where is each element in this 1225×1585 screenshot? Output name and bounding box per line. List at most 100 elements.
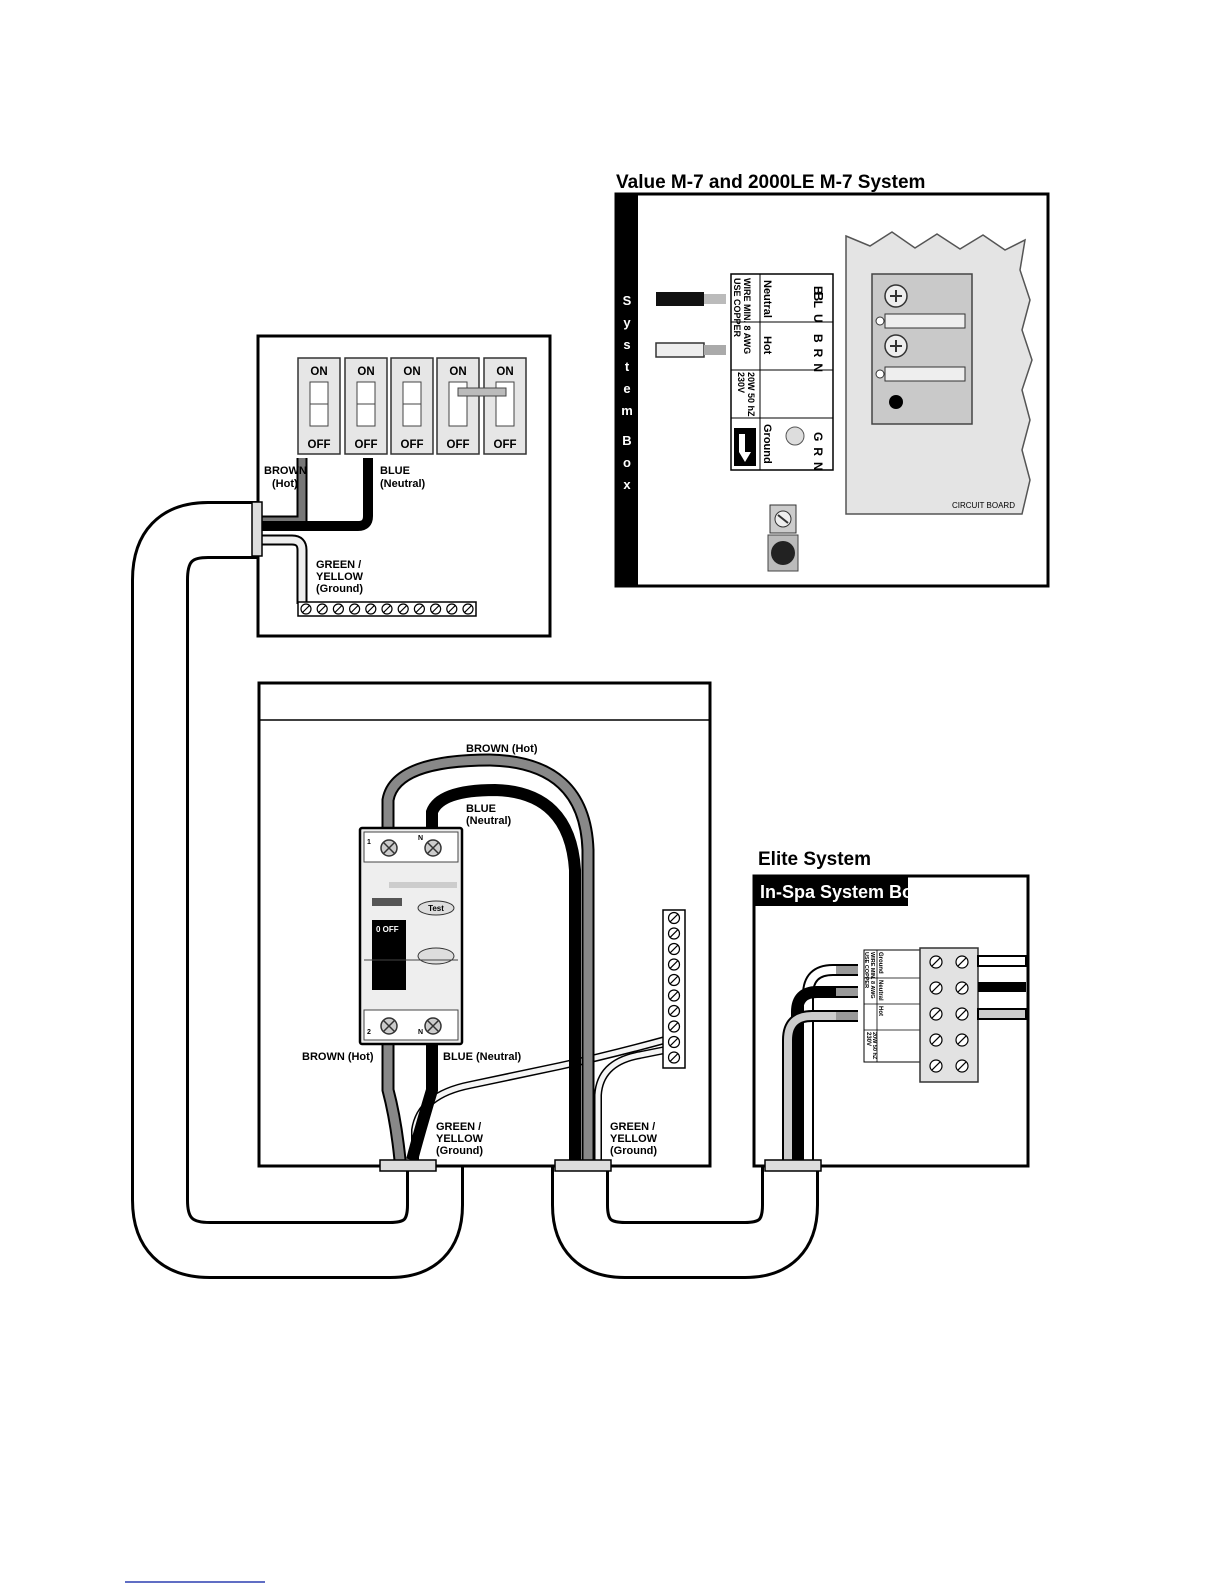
gfci-ground-bus <box>662 909 686 1069</box>
elite-terminal-label: USE COPPER WIRE MIN. 8 AWG Ground Neutra… <box>863 949 921 1063</box>
label-gy2-c: (Ground) <box>610 1145 657 1157</box>
screw-slot <box>302 605 310 613</box>
conduit-fitting <box>764 1159 822 1172</box>
label-blue-top-neutral: (Neutral) <box>466 815 512 827</box>
screw-slot <box>669 1037 679 1047</box>
label-blue-top: BLUE <box>466 803 496 815</box>
screw-slot <box>957 1009 967 1019</box>
conduit-right <box>551 1165 819 1279</box>
m7-terminal-block: B BLU BRN GRN Neutral Hot <box>730 273 834 471</box>
svg-text:OFF: OFF <box>494 439 517 451</box>
label-brn: BRN <box>811 334 825 372</box>
circuit-board-label: CIRCUIT BOARD <box>952 501 1015 510</box>
label-blue-neutral: (Neutral) <box>380 478 426 490</box>
label-wire-min: WIRE MIN. 8 AWG <box>742 278 752 354</box>
screw-slot <box>931 983 941 993</box>
screw-slot <box>399 605 408 613</box>
svg-text:OFF: OFF <box>308 439 331 451</box>
screw-slot <box>415 605 424 613</box>
screw-slot <box>957 983 967 993</box>
svg-text:N: N <box>418 1029 423 1036</box>
label-green: GREEN / <box>316 559 361 571</box>
svg-text:ON: ON <box>310 366 327 378</box>
screw-slot <box>931 1035 941 1045</box>
col-blu-b: B <box>811 292 826 304</box>
m7-neutral-wire <box>656 292 726 306</box>
gfci-switch[interactable] <box>372 920 406 990</box>
hole-icon <box>889 395 903 409</box>
svg-text:s: s <box>623 337 630 352</box>
svg-text:B: B <box>622 433 631 448</box>
elite-out-ground <box>977 955 1027 967</box>
wire-blue-panel <box>258 458 373 531</box>
screw-slot <box>931 1061 941 1071</box>
svg-text:N: N <box>418 835 423 842</box>
svg-text:e: e <box>623 381 630 396</box>
wire-blue-top <box>426 783 581 1160</box>
label-hz: 20W 50 hZ <box>746 372 756 417</box>
test-button[interactable] <box>417 900 455 916</box>
label-brown-bottom: BROWN (Hot) <box>302 1051 374 1063</box>
label-use-copper: USE COPPER <box>732 278 742 338</box>
svg-text:OFF: OFF <box>401 439 424 451</box>
svg-text:m: m <box>621 403 633 418</box>
svg-text:OFF: OFF <box>355 439 378 451</box>
elite-neutral-wire <box>791 986 858 1160</box>
system-box-side-label: S y s t e m B o x <box>621 293 633 492</box>
ground-lug <box>767 504 799 572</box>
label-blue: BLUE <box>380 465 410 477</box>
svg-text:y: y <box>623 315 631 330</box>
label-grn: GRN <box>811 432 825 471</box>
screw-slot <box>669 913 679 923</box>
label-hot: Hot <box>761 336 773 355</box>
elite-label-hot: Hot <box>877 1006 883 1016</box>
label-blu: BLU <box>811 286 825 323</box>
svg-text:o: o <box>623 455 631 470</box>
screw-slot <box>957 957 967 967</box>
svg-text:S: S <box>623 293 632 308</box>
svg-text:ON: ON <box>403 366 420 378</box>
screw-slot <box>669 1053 679 1062</box>
elite-label-ground: Ground <box>877 952 883 974</box>
svg-text:ON: ON <box>496 366 513 378</box>
label-gy1-b: YELLOW <box>436 1133 484 1145</box>
breaker-2: ON OFF <box>344 357 388 455</box>
m7-system-box: S y s t e m B o x B <box>614 192 1050 588</box>
ground-symbol-icon <box>785 426 805 446</box>
screw-slot <box>366 605 375 613</box>
elite-wire-min: WIRE MIN. 8 AWG <box>869 952 875 999</box>
screw-slot <box>431 605 440 613</box>
svg-text:1: 1 <box>367 839 371 846</box>
breaker-5: ON OFF <box>483 357 527 455</box>
label-brown: BROWN <box>264 465 307 477</box>
screw-slot <box>957 1035 967 1045</box>
elite-label-hz: 20W 50 hZ <box>871 1032 877 1060</box>
elite-terminal-connector <box>919 947 979 1083</box>
inspa-title: In-Spa System Box <box>760 882 923 902</box>
label-gy2-b: YELLOW <box>610 1133 658 1145</box>
elite-label-neutral: Neutral <box>877 980 883 1001</box>
gfci-box: 1 N Test 0 OFF 2 N BROWN (Hot) BLUE (Neu <box>257 681 712 1172</box>
system-box-side-bar <box>616 194 638 586</box>
label-yellow: YELLOW <box>316 571 364 583</box>
ground-arrow-icon <box>734 428 756 466</box>
screw-slot <box>957 1061 967 1071</box>
conduit-fitting <box>554 1159 612 1172</box>
m7-hot-wire <box>655 342 726 358</box>
screw-slot <box>931 1009 941 1019</box>
inspa-header-bg <box>754 876 908 906</box>
label-gy2-a: GREEN / <box>610 1121 655 1133</box>
test-button-label: Test <box>428 904 444 913</box>
screw-slot <box>669 975 679 985</box>
gfci-breaker: 1 N Test 0 OFF 2 N <box>358 826 464 1046</box>
label-ground: Ground <box>761 424 773 464</box>
elite-system-box: In-Spa System Box USE COPPER WIRE MIN. 8… <box>752 874 1030 1172</box>
elite-use-copper: USE COPPER <box>863 952 869 988</box>
circuit-board: CIRCUIT BOARD <box>845 231 1033 515</box>
conduit-left <box>131 501 464 1279</box>
svg-text:ON: ON <box>357 366 374 378</box>
label-brown-hot: (Hot) <box>272 478 298 490</box>
screw-slot <box>464 605 472 613</box>
breaker-1: ON OFF <box>297 357 341 455</box>
